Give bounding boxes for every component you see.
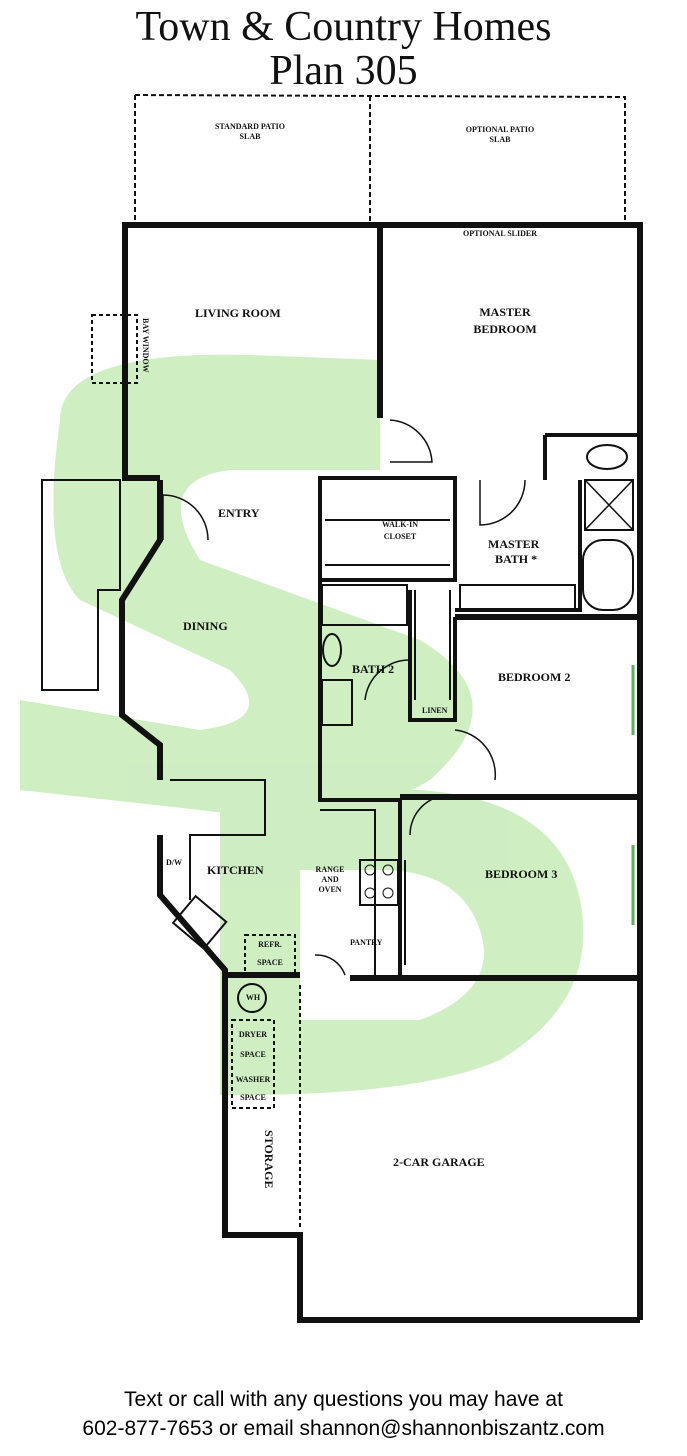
label-living-room: LIVING ROOM: [195, 306, 281, 320]
label-range-3: OVEN: [318, 885, 342, 894]
porch-outline: [41, 479, 121, 691]
label-kitchen: KITCHEN: [207, 863, 264, 877]
bay-window-outline: [91, 314, 138, 384]
kitchen-sink: [171, 894, 228, 951]
label-standard-patio: STANDARD PATIO SLAB: [214, 122, 285, 141]
bath2-sink: [321, 679, 353, 726]
label-dw: D/W: [166, 858, 182, 867]
label-walk-in-1: WALK-IN: [381, 520, 418, 529]
label-pantry: PANTRY: [350, 938, 383, 947]
bath2-toilet: [322, 633, 342, 667]
label-wh: WH: [245, 993, 261, 1002]
footer-line-1: Text or call with any questions you may …: [124, 1388, 563, 1411]
label-dryer-2: SPACE: [240, 1050, 266, 1059]
label-dining: DINING: [183, 619, 228, 633]
counter: [320, 809, 376, 975]
water-heater: [237, 983, 267, 1013]
label-optional-patio: OPTIONAL PATIO SLAB: [465, 125, 535, 144]
master-shower: [584, 479, 634, 531]
sb-watermark: [20, 354, 584, 1095]
laundry-dashed: [231, 1019, 275, 1109]
label-garage: 2-CAR GARAGE: [393, 1155, 485, 1169]
label-walk-in-2: CLOSET: [383, 532, 417, 541]
label-bath-2: BATH 2: [352, 662, 395, 676]
label-master-bath-1: MASTER: [488, 537, 540, 551]
patio-outline: [134, 94, 626, 222]
closet-rods: [325, 519, 451, 965]
label-range-2: AND: [321, 875, 339, 884]
label-master-bath-2: BATH *: [495, 552, 538, 566]
door-swings: [162, 419, 526, 976]
label-dryer-1: DRYER: [238, 1030, 268, 1039]
label-refr-2: SPACE: [257, 958, 283, 967]
bath2-tub: [321, 584, 408, 626]
refr-space: [244, 934, 296, 974]
title-line-1: Town & Country Homes: [135, 4, 552, 50]
master-vanity: [459, 584, 576, 611]
kitchen-island: [170, 779, 266, 900]
label-optional-slider: OPTIONAL SLIDER: [462, 229, 538, 238]
label-bay-window: BAY WINDOW: [141, 318, 150, 373]
label-bedroom-3: BEDROOM 3: [485, 867, 558, 881]
label-master-bedroom-1: MASTER: [479, 305, 531, 319]
footer-line-2: 602-877-7653 or email shannon@shannonbis…: [82, 1417, 605, 1440]
label-master-bedroom-2: BEDROOM: [473, 322, 537, 336]
master-tub: [582, 539, 634, 611]
title-line-2: Plan 305: [269, 48, 418, 94]
walls: [119, 222, 643, 1323]
label-refr-1: REFR.: [258, 940, 282, 949]
label-range-1: RANGE: [315, 865, 345, 874]
label-washer-1: WASHER: [235, 1075, 271, 1084]
label-bedroom-2: BEDROOM 2: [498, 670, 571, 684]
label-linen: LINEN: [422, 706, 448, 715]
label-washer-2: SPACE: [240, 1093, 266, 1102]
label-storage: STORAGE: [262, 1130, 276, 1189]
label-entry: ENTRY: [218, 506, 260, 520]
range: [359, 859, 399, 906]
master-toilet: [586, 444, 628, 470]
